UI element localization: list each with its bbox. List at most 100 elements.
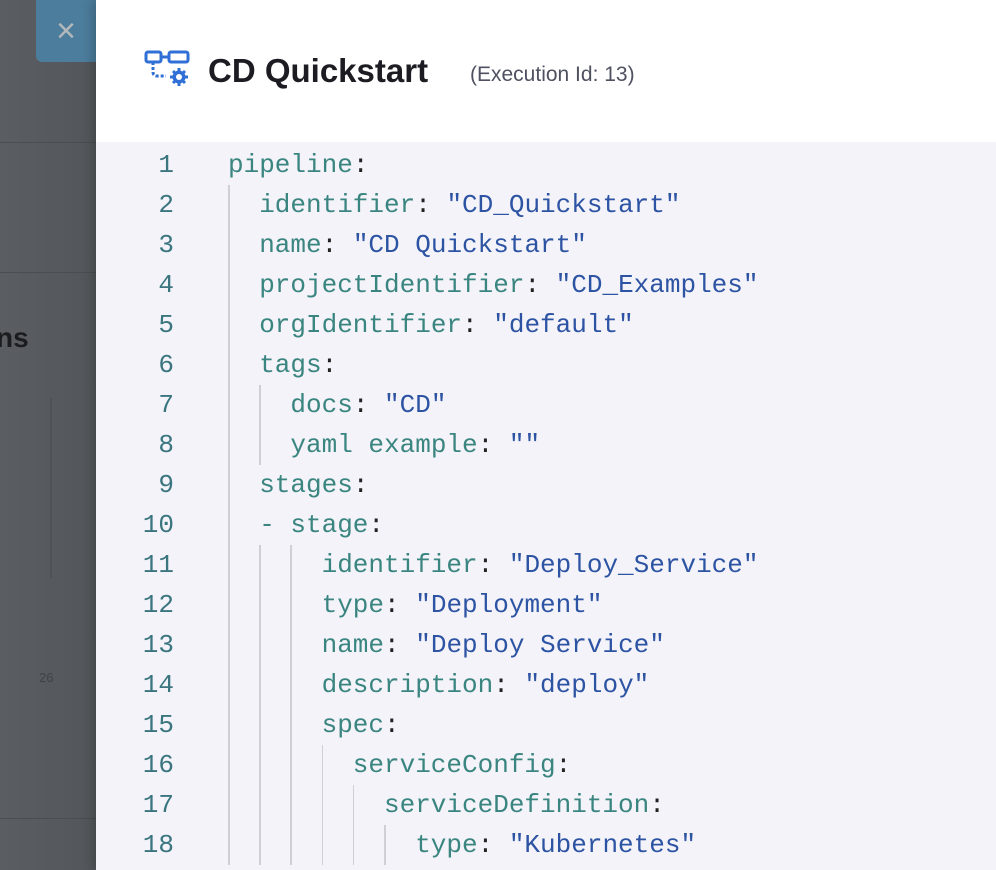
yaml-key: docs xyxy=(290,390,353,420)
divider xyxy=(0,818,96,819)
indent-guide xyxy=(228,785,230,825)
yaml-value: "Deploy Service" xyxy=(415,630,665,660)
indent-guide xyxy=(259,665,261,705)
indent-guide xyxy=(228,665,230,705)
yaml-value: "CD_Examples" xyxy=(555,270,759,300)
indent-guide xyxy=(290,825,292,865)
indent-guide xyxy=(259,825,261,865)
yaml-value: "Kubernetes" xyxy=(508,830,697,860)
line-number: 4 xyxy=(158,270,174,300)
indent-guide xyxy=(259,745,261,785)
indent-guide xyxy=(228,625,230,665)
execution-id: (Execution Id: 13) xyxy=(470,63,635,86)
divider xyxy=(0,272,96,273)
indent-guide xyxy=(228,825,230,865)
indent-guide xyxy=(228,705,230,745)
indent-guide xyxy=(228,425,230,465)
yaml-separator: : xyxy=(321,230,353,260)
yaml-separator: : xyxy=(477,430,509,460)
indent-guide xyxy=(228,465,230,505)
indent-guide xyxy=(290,585,292,625)
indent-guide xyxy=(290,625,292,665)
line-number: 11 xyxy=(142,550,174,580)
yaml-key: spec xyxy=(321,710,385,740)
yaml-separator: : xyxy=(477,550,509,580)
yaml-key: orgIdentifier xyxy=(259,310,463,340)
indent-guide xyxy=(228,585,230,625)
indent-guide xyxy=(384,825,386,865)
indent-guide xyxy=(290,785,292,825)
indent-guide xyxy=(228,305,230,345)
yaml-value: "" xyxy=(508,430,541,460)
yaml-line: type: "Kubernetes" xyxy=(415,825,696,865)
indent-guide xyxy=(352,825,355,865)
indent-guide xyxy=(228,505,230,545)
yaml-separator: : xyxy=(555,750,572,780)
line-number: 17 xyxy=(142,790,174,820)
line-number: 10 xyxy=(142,510,174,540)
yaml-separator: : xyxy=(524,270,556,300)
indent-guide xyxy=(290,545,292,585)
line-number: 1 xyxy=(158,150,174,180)
yaml-line: docs: "CD" xyxy=(290,385,446,425)
yaml-line: yaml example: "" xyxy=(290,425,540,465)
yaml-line: serviceConfig: xyxy=(353,745,571,785)
yaml-value: "Deploy_Service" xyxy=(508,550,759,580)
indent-guide xyxy=(290,745,292,785)
yaml-separator: : xyxy=(352,390,385,420)
indent-guide xyxy=(259,385,261,425)
yaml-key: type xyxy=(415,830,478,860)
yaml-line: identifier: "CD_Quickstart" xyxy=(259,185,680,225)
yaml-line: spec: xyxy=(322,705,400,745)
indent-guide xyxy=(228,225,230,265)
line-number: 18 xyxy=(142,830,174,860)
yaml-key: projectIdentifier xyxy=(259,270,525,300)
yaml-separator: : xyxy=(415,190,447,220)
line-number: 3 xyxy=(158,230,174,260)
yaml-separator: : xyxy=(352,470,369,500)
yaml-key: tags xyxy=(259,350,322,380)
yaml-key: name xyxy=(321,630,385,660)
indent-guide xyxy=(228,745,230,785)
yaml-key: stages xyxy=(259,470,353,500)
pipeline-title: CD Quickstart xyxy=(208,52,429,89)
yaml-separator: : xyxy=(462,310,494,340)
indent-guide xyxy=(321,825,324,865)
indent-guide xyxy=(321,785,324,825)
indent-guide xyxy=(228,265,230,305)
yaml-line: name: "Deploy Service" xyxy=(322,625,665,665)
drawer-header: CD Quickstart (Execution Id: 13) xyxy=(96,0,996,142)
yaml-separator: : xyxy=(493,670,525,700)
yaml-line: pipeline: xyxy=(228,145,368,185)
axis-tick-label: 26 xyxy=(39,670,54,685)
close-icon: × xyxy=(56,11,76,50)
yaml-line: tags: xyxy=(259,345,337,385)
indent-guide xyxy=(259,425,261,465)
close-button[interactable]: × xyxy=(36,0,96,62)
line-number: 7 xyxy=(158,390,174,420)
background-heading: ns xyxy=(0,322,29,353)
line-number: 8 xyxy=(158,430,174,460)
indent-guide xyxy=(290,705,292,745)
indent-guide xyxy=(352,785,355,825)
divider xyxy=(0,142,96,143)
indent-guide xyxy=(259,545,261,585)
yaml-key: type xyxy=(321,590,385,620)
yaml-key: serviceDefinition xyxy=(384,790,650,820)
line-number: 14 xyxy=(142,670,174,700)
line-number: 13 xyxy=(142,630,174,660)
yaml-separator: : xyxy=(384,710,400,740)
yaml-line: - stage: xyxy=(259,505,384,545)
indent-guide xyxy=(228,385,230,425)
line-number: 12 xyxy=(142,590,174,620)
indent-guide xyxy=(228,185,230,225)
yaml-separator: : xyxy=(321,350,338,380)
yaml-separator: : xyxy=(384,630,416,660)
yaml-line: type: "Deployment" xyxy=(322,585,603,625)
yaml-value: "Deployment" xyxy=(415,590,603,620)
indent-guide xyxy=(259,705,261,745)
yaml-line: projectIdentifier: "CD_Examples" xyxy=(259,265,758,305)
yaml-key: description xyxy=(321,670,494,700)
line-number: 9 xyxy=(158,470,174,500)
